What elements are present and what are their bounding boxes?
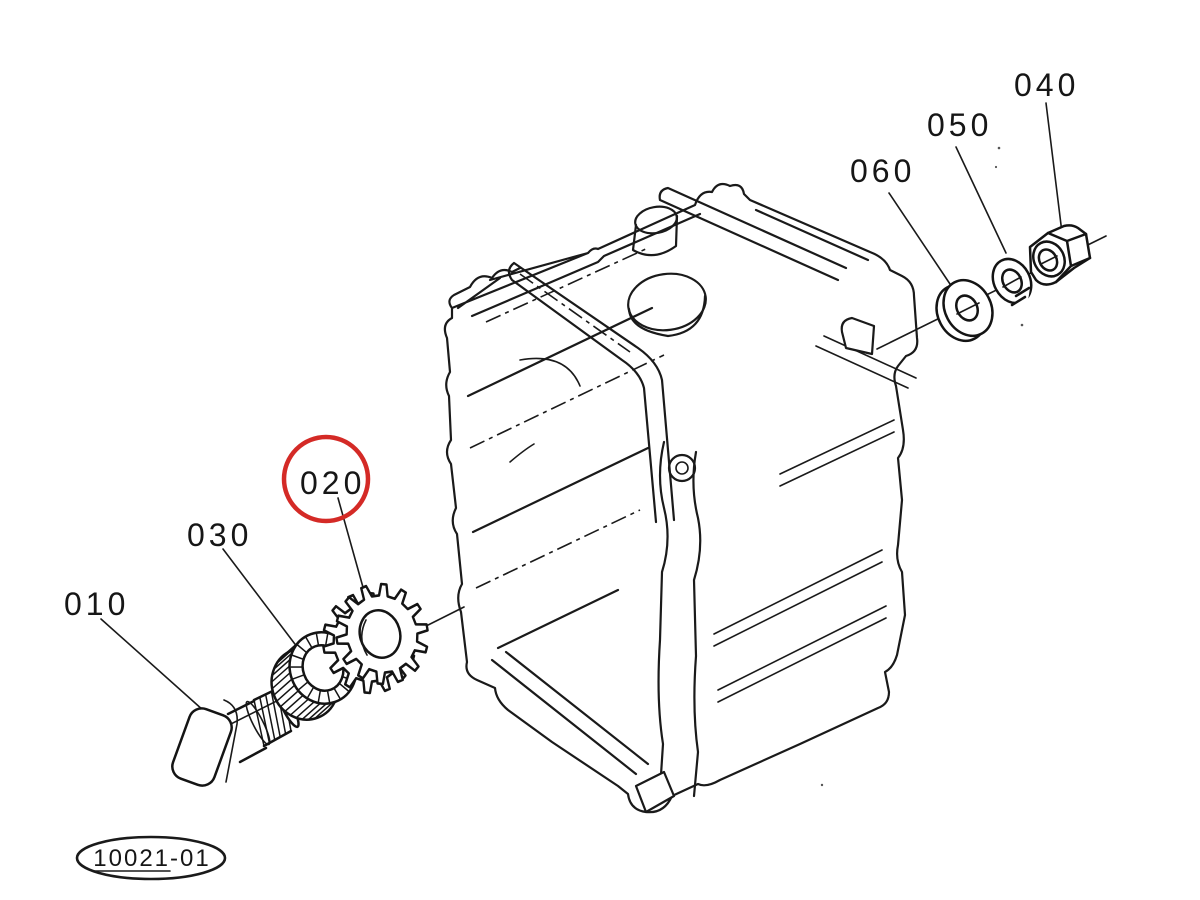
leader-050 <box>955 146 1007 254</box>
scan-specks <box>820 146 1024 787</box>
part-labels: 010 020 030 040 050 060 <box>64 67 1079 622</box>
front-face-curl <box>509 443 535 463</box>
gear-drawing <box>322 582 429 695</box>
speck <box>997 146 1001 150</box>
hatch-line <box>276 646 296 664</box>
bolt-head <box>171 707 233 787</box>
lock-washer-axis-line <box>1002 276 1022 288</box>
part-label-020: 020 <box>300 465 365 501</box>
hatch-line <box>292 654 303 660</box>
nut-facets <box>1046 231 1092 284</box>
hatch-line <box>271 672 291 690</box>
hatch-line <box>317 690 321 703</box>
part-label-060: 060 <box>850 153 915 189</box>
highlight-circle-020 <box>281 434 371 524</box>
bottom-foot <box>634 770 676 814</box>
hatch-line <box>273 652 293 670</box>
plain-washer-drawing <box>935 278 994 343</box>
bottom-flange <box>490 650 650 776</box>
speck <box>1020 323 1024 327</box>
needle-bearing-drawing <box>270 631 358 721</box>
hatch-line <box>292 674 304 680</box>
hatch-line <box>271 658 291 677</box>
leader-010 <box>100 618 214 720</box>
nut-axis-line <box>1040 255 1058 265</box>
leader-030 <box>222 548 308 661</box>
hatch-line <box>264 694 276 741</box>
hatch-line <box>325 633 329 646</box>
housing-ribs <box>713 419 895 703</box>
gear-bore-back-rim <box>360 619 368 656</box>
hatch-line <box>301 702 321 720</box>
speck <box>994 165 998 169</box>
lock-washer-drawing <box>991 257 1033 312</box>
speck <box>820 783 824 787</box>
hatch-line <box>273 678 293 696</box>
hatch-line <box>315 633 320 645</box>
figure-id-text: 10021-01 <box>93 845 210 872</box>
hatch-line <box>339 683 349 692</box>
part-label-040: 040 <box>1014 67 1079 103</box>
housing-flange-bar <box>815 335 917 389</box>
hatch-line <box>259 697 271 744</box>
gearbox-housing-drawing <box>443 182 919 814</box>
leader-060 <box>888 192 951 285</box>
front-face-centerline-2 <box>475 509 641 589</box>
front-face-line-3 <box>496 588 620 650</box>
hatch-line <box>307 687 314 698</box>
hatch-line <box>270 691 281 738</box>
part-label-010: 010 <box>64 586 129 622</box>
lock-washer-split <box>1010 286 1031 307</box>
hatch-line <box>271 665 291 683</box>
hatch-line <box>253 699 265 747</box>
boss-eye-inner <box>675 461 689 475</box>
leader-040 <box>1045 102 1064 242</box>
figure-id-oval <box>75 835 227 881</box>
washer-axis-line <box>956 302 980 315</box>
hex-nut-drawing <box>1028 224 1092 286</box>
hatch-line <box>284 694 304 712</box>
leader-020 <box>337 497 367 599</box>
hatch-line <box>289 698 309 716</box>
front-face-boss-arc <box>519 357 581 387</box>
filler-plug-side <box>627 294 707 338</box>
waist-contour <box>657 440 702 798</box>
hatch-line <box>298 681 308 691</box>
boss-eye <box>667 453 697 483</box>
front-face-centerline-1 <box>469 354 665 449</box>
hatch-line <box>314 702 334 720</box>
hatch-line <box>295 701 315 719</box>
axis-exit-lug <box>840 316 876 356</box>
hatch-line <box>279 690 299 708</box>
part-label-030: 030 <box>187 517 252 553</box>
part-label-050: 050 <box>927 107 992 143</box>
housing-silhouette <box>443 182 919 814</box>
nut-chamfer-ring <box>1032 240 1066 278</box>
hatch-line <box>305 637 313 648</box>
front-face-line-2 <box>471 446 650 534</box>
lever-bar <box>507 261 676 524</box>
lever-bar-centerline <box>519 273 631 353</box>
hatch-line <box>276 684 296 702</box>
hatch-line <box>333 688 341 699</box>
hatch-line <box>297 644 307 653</box>
upper-right-bar <box>658 186 848 282</box>
housing-top-flange <box>470 208 870 318</box>
front-face-line-1 <box>466 306 654 398</box>
top-boss-side <box>631 214 679 257</box>
leader-lines <box>100 102 1064 720</box>
figure-id-badge: 10021-01 <box>75 835 227 881</box>
hatch-line <box>307 703 327 721</box>
top-boss-cylinder <box>634 205 678 235</box>
gear-bore <box>358 609 402 659</box>
hatch-line <box>326 691 331 703</box>
